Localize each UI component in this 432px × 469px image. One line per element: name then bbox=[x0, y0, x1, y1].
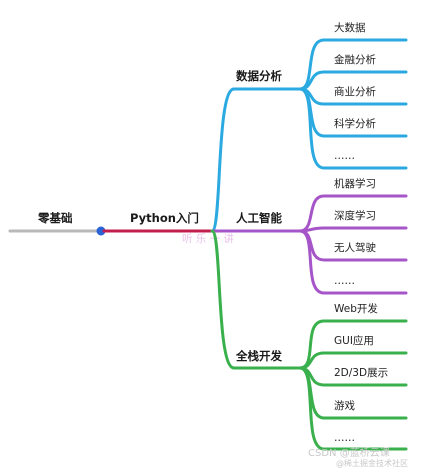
child-label-science-analysis: 科学分析 bbox=[334, 117, 376, 130]
branch-label-ai: 人工智能 bbox=[236, 211, 282, 225]
branch-label-fullstack: 全栈开发 bbox=[235, 349, 282, 363]
watermark-juejin: @稀土掘金技术社区 bbox=[336, 458, 408, 468]
child-label-web-dev: Web开发 bbox=[334, 302, 378, 315]
child-connector bbox=[298, 351, 408, 370]
child-connector bbox=[298, 229, 408, 295]
branch-data-analysis bbox=[210, 38, 408, 233]
child-label-ellipsis: …… bbox=[334, 275, 355, 287]
child-label-2d-3d-display: 2D/3D展示 bbox=[334, 367, 388, 379]
child-label-gui-app: GUI应用 bbox=[334, 334, 374, 347]
child-label-finance-analysis: 金融分析 bbox=[334, 53, 376, 66]
child-connector bbox=[298, 366, 408, 451]
child-label-ellipsis: …… bbox=[334, 432, 355, 444]
branch-fullstack bbox=[210, 229, 408, 451]
child-connector bbox=[298, 87, 408, 170]
branch-connector bbox=[210, 87, 236, 233]
center-watermark: 听 乐 一 讲 bbox=[182, 232, 235, 245]
child-label-ellipsis: …… bbox=[334, 150, 355, 162]
child-label-deep-learning: 深度学习 bbox=[334, 209, 376, 222]
child-connector bbox=[298, 226, 408, 233]
watermark-csdn: CSDN @蓝桥云课 bbox=[308, 447, 390, 459]
child-label-big-data: 大数据 bbox=[334, 21, 366, 34]
branch-label-data-analysis: 数据分析 bbox=[236, 69, 282, 83]
child-label-machine-learning: 机器学习 bbox=[334, 177, 376, 190]
branch-connector bbox=[210, 229, 236, 370]
center-label: Python入门 bbox=[130, 211, 199, 225]
child-label-games: 游戏 bbox=[334, 399, 355, 412]
child-label-business-analysis: 商业分析 bbox=[334, 85, 376, 98]
root-node-dot bbox=[96, 226, 106, 236]
branch-ai bbox=[210, 194, 408, 295]
root-label: 零基础 bbox=[37, 211, 73, 225]
child-label-autonomous-driving: 无人驾驶 bbox=[334, 241, 376, 254]
